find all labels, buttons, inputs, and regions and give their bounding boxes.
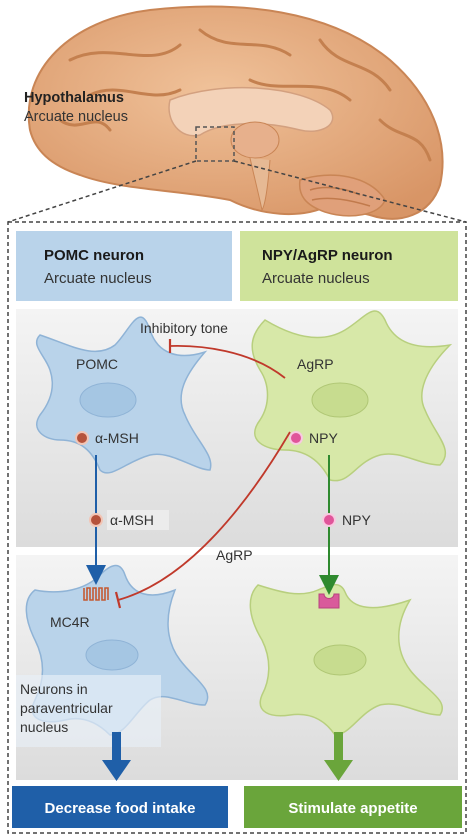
pomc-nucleus: [79, 382, 137, 418]
pvn-label-line2: paraventricular: [20, 700, 113, 716]
pomc-header-subtitle: Arcuate nucleus: [44, 270, 152, 287]
pvn-label-line1: Neurons in: [20, 681, 88, 697]
npy-header-title: NPY/AgRP neuron: [262, 247, 393, 264]
agrp-inhibit-line: [117, 431, 291, 601]
npy-released-label: NPY: [342, 512, 371, 528]
alpha-msh-cell-label: α-MSH: [95, 430, 139, 446]
pvn-label-backdrop: [16, 675, 161, 747]
agrp-cell-label: AgRP: [297, 356, 334, 372]
inhibitory-tone-line: [169, 344, 286, 379]
pomc-cell-label: POMC: [76, 356, 118, 372]
npy-header-subtitle: Arcuate nucleus: [262, 270, 370, 287]
npy-header-box: [240, 231, 458, 301]
mc4r-receptor-icon: [83, 587, 109, 601]
hypothalamus-title: Hypothalamus: [24, 90, 124, 106]
agrp-released-label: AgRP: [216, 547, 253, 563]
pomc-header-box: [16, 231, 232, 301]
decrease-food-intake-box: [12, 786, 228, 828]
alpha-msh-vesicle-icon: [75, 431, 89, 445]
alpha-msh-released-label: α-MSH: [110, 512, 154, 528]
pvn-label-line3: nucleus: [20, 719, 68, 735]
outcome-arrow-blue-head: [102, 760, 131, 781]
alpha-msh-released-icon: [89, 513, 103, 527]
brain-illustration: [27, 5, 444, 220]
outcome-arrow-green-shaft: [334, 732, 343, 762]
agrp-inhibit-bar: [114, 591, 122, 609]
agrp-nucleus: [311, 382, 369, 418]
arcuate-nucleus-label: Arcuate nucleus: [24, 109, 128, 125]
outcome-arrow-blue-shaft: [112, 732, 121, 762]
inhibitory-tone-label: Inhibitory tone: [140, 320, 228, 336]
npy-cell-label: NPY: [309, 430, 338, 446]
pvn-blue-nucleus: [85, 639, 139, 671]
outcome-arrow-green-head: [324, 760, 353, 781]
decrease-food-intake-label: Decrease food intake: [45, 800, 196, 817]
mc4r-label: MC4R: [50, 614, 90, 630]
zoom-line-right: [233, 160, 467, 223]
stimulate-appetite-box: [244, 786, 462, 828]
npy-released-icon: [322, 513, 336, 527]
focus-square: [195, 126, 235, 162]
zoom-line-left: [7, 160, 197, 223]
npy-receptor-icon: [318, 593, 340, 609]
alpha-msh-label-bg: [107, 510, 169, 530]
pvn-green-nucleus: [313, 644, 367, 676]
npy-vesicle-icon: [289, 431, 303, 445]
stimulate-appetite-label: Stimulate appetite: [288, 800, 417, 817]
pomc-header-title: POMC neuron: [44, 247, 144, 264]
